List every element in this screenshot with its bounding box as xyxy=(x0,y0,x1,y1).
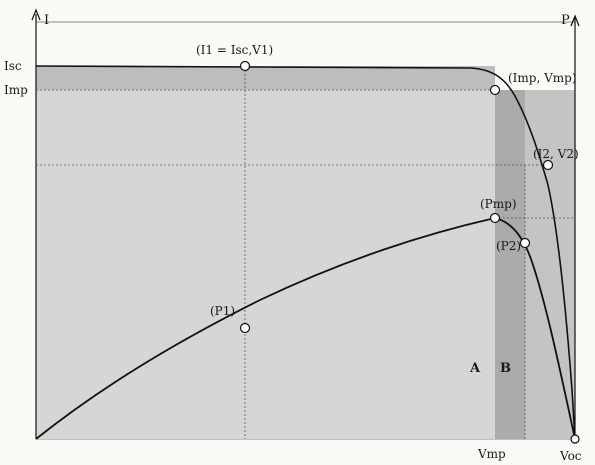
point-mp-label: (Imp, Vmp) xyxy=(508,71,577,85)
vmp-label: Vmp xyxy=(477,447,506,461)
region-b-shade xyxy=(495,90,525,439)
y-left-axis-name: I xyxy=(44,13,49,28)
point-sc-label: (I1 = Isc,V1) xyxy=(196,43,273,57)
y-axis-right-arrow-icon xyxy=(570,14,580,27)
voc-label: Voc xyxy=(559,449,582,463)
power-2-label: (P2) xyxy=(496,239,521,253)
marker-p2 xyxy=(519,237,531,249)
mask-top-right xyxy=(495,22,575,90)
power-1-label: (P1) xyxy=(210,304,235,318)
region-a-shade xyxy=(36,66,495,439)
pv-curve xyxy=(35,217,576,440)
power-mp-label: (Pmp) xyxy=(480,197,517,211)
marker-p1 xyxy=(239,322,251,334)
region-top-band xyxy=(36,66,495,90)
marker-i2 xyxy=(542,159,554,171)
y-axis-left-arrow-icon xyxy=(31,8,41,21)
point-i2-label: (I2, V2) xyxy=(533,147,579,161)
region-a-label: A xyxy=(469,361,481,376)
region-b-label: B xyxy=(500,361,511,376)
iv-curve xyxy=(35,65,576,440)
y-right-axis-name: P xyxy=(561,13,570,28)
marker-sc xyxy=(239,60,251,72)
marker-pmp xyxy=(489,212,501,224)
isc-label: Isc xyxy=(4,59,22,73)
marker-mp xyxy=(489,84,501,96)
marker-voc xyxy=(570,434,580,444)
imp-label: Imp xyxy=(4,83,28,97)
